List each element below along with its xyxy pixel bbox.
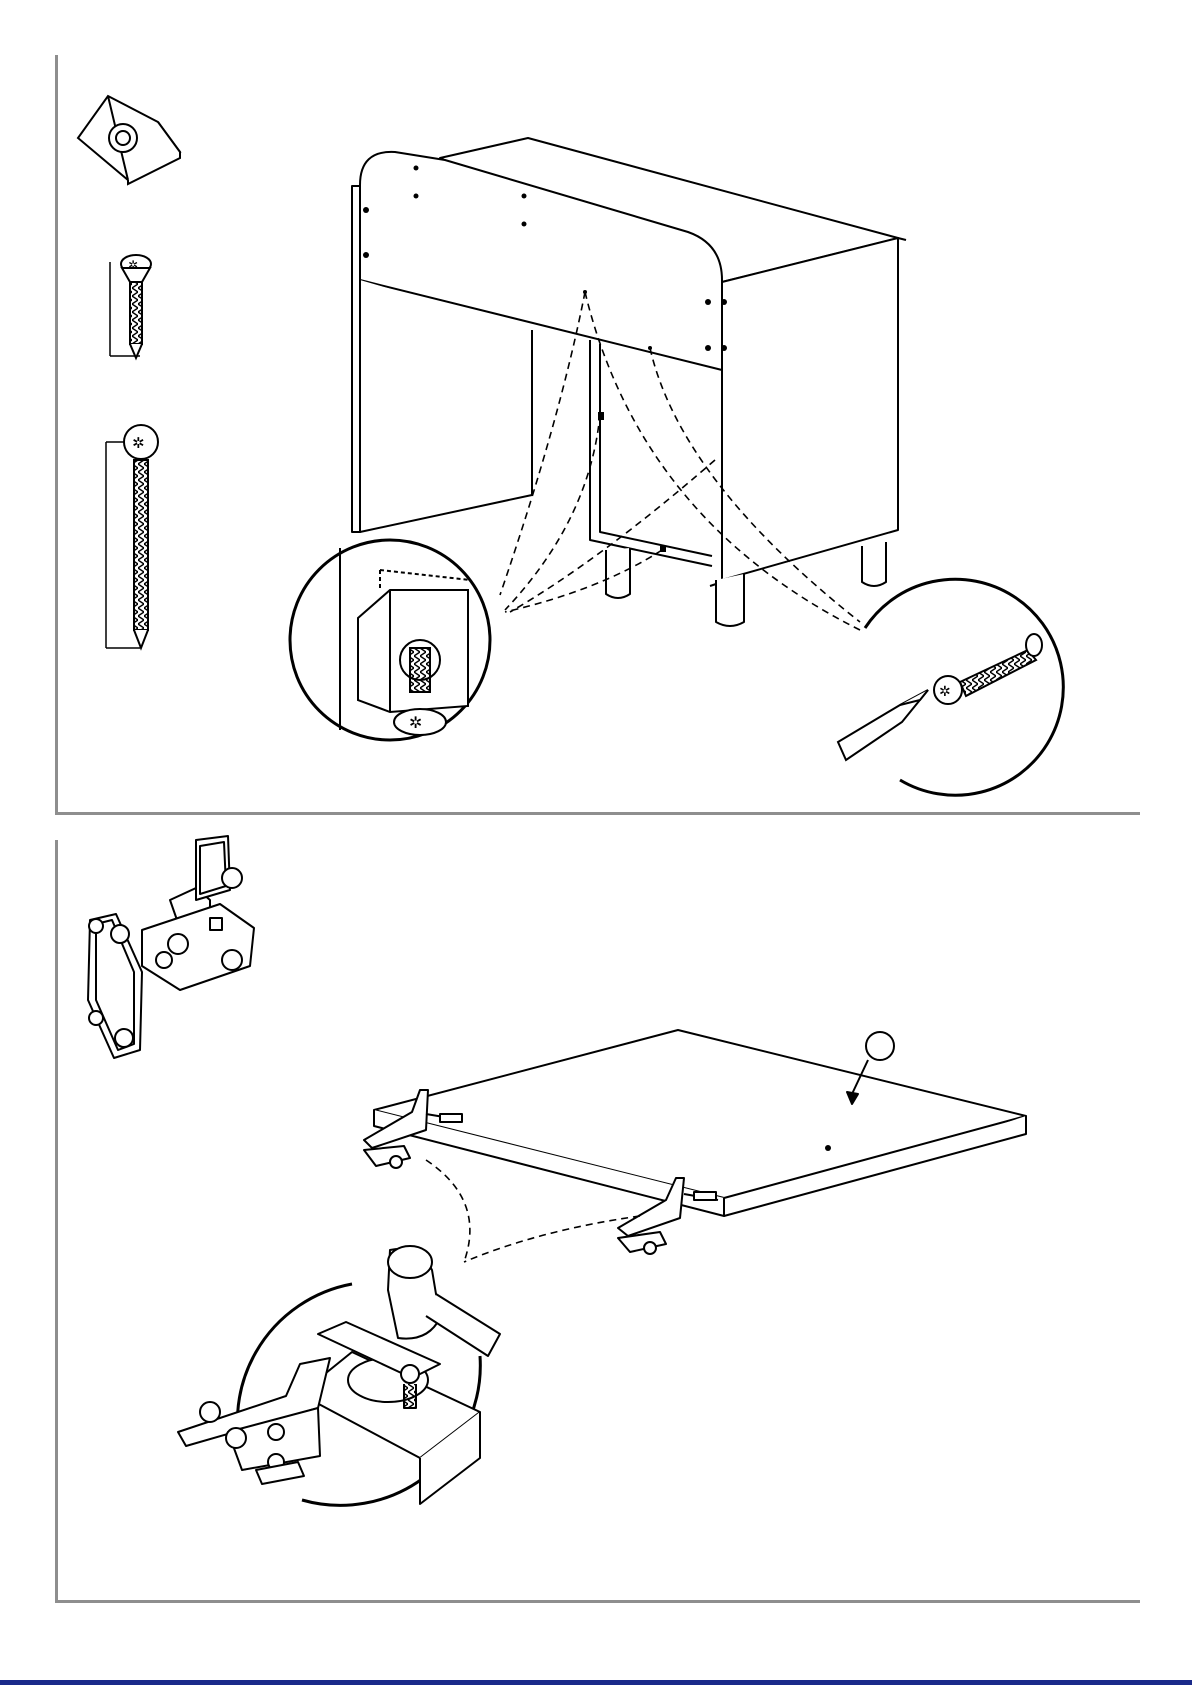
screwdriver-detail: ✲ xyxy=(838,579,1063,795)
concealed-hinge-icon xyxy=(88,836,254,1058)
door-panel xyxy=(374,1030,1026,1216)
footer-rule xyxy=(0,1680,1192,1685)
hammer-hinge-detail xyxy=(178,1246,500,1505)
countersunk-screw-icon: ✲ xyxy=(110,255,151,358)
svg-text:✲: ✲ xyxy=(939,684,951,700)
svg-text:✲: ✲ xyxy=(409,713,422,732)
corner-block-icon xyxy=(78,96,180,184)
svg-text:✲: ✲ xyxy=(132,434,145,452)
corner-block-detail: ✲ xyxy=(290,540,490,740)
pan-head-screw-icon: ✲ xyxy=(106,425,158,648)
